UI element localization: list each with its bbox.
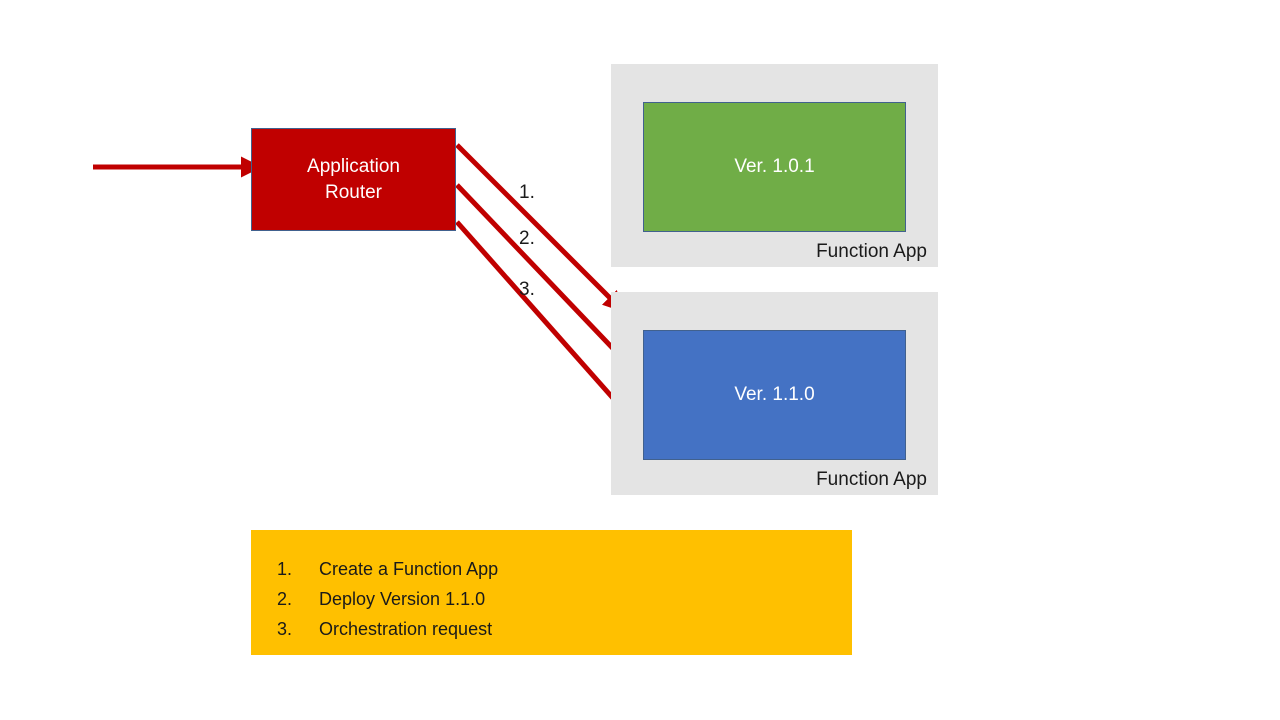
arrow-1-create-function-app: [455, 143, 625, 313]
version-label-1: Ver. 1.0.1: [734, 156, 815, 177]
function-app-label-2: Function App: [816, 469, 927, 490]
legend-number-2: 2.: [277, 589, 293, 609]
version-box-1-1-0: Ver. 1.1.0: [643, 330, 906, 460]
router-label-line1: Application: [307, 155, 400, 177]
legend-item-2: 2. Deploy Version 1.1.0: [277, 584, 852, 614]
function-app-label-1: Function App: [816, 241, 927, 262]
legend-number-1: 1.: [277, 559, 293, 579]
legend-item-3: 3. Orchestration request: [277, 614, 852, 644]
legend-text-1: Create a Function App: [319, 559, 499, 579]
function-app-container-1: Ver. 1.0.1 Function App: [611, 64, 938, 267]
legend-item-1: 1. Create a Function App: [277, 554, 852, 584]
legend-number-3: 3.: [277, 619, 293, 639]
legend-box: 1. Create a Function App 2. Deploy Versi…: [251, 530, 852, 655]
arrow-step-label-2: 2.: [519, 228, 535, 249]
function-app-container-2: Ver. 1.1.0 Function App: [611, 292, 938, 495]
version-label-2: Ver. 1.1.0: [734, 384, 815, 405]
router-label-line2: Router: [324, 181, 382, 203]
application-router-box: Application Router: [251, 128, 456, 231]
version-box-1-0-1: Ver. 1.0.1: [643, 102, 906, 232]
arrow-step-label-1: 1.: [519, 182, 535, 203]
legend-text-3: Orchestration request: [319, 619, 493, 639]
arrow-step-label-3: 3.: [519, 279, 535, 300]
legend-text-2: Deploy Version 1.1.0: [319, 589, 486, 609]
